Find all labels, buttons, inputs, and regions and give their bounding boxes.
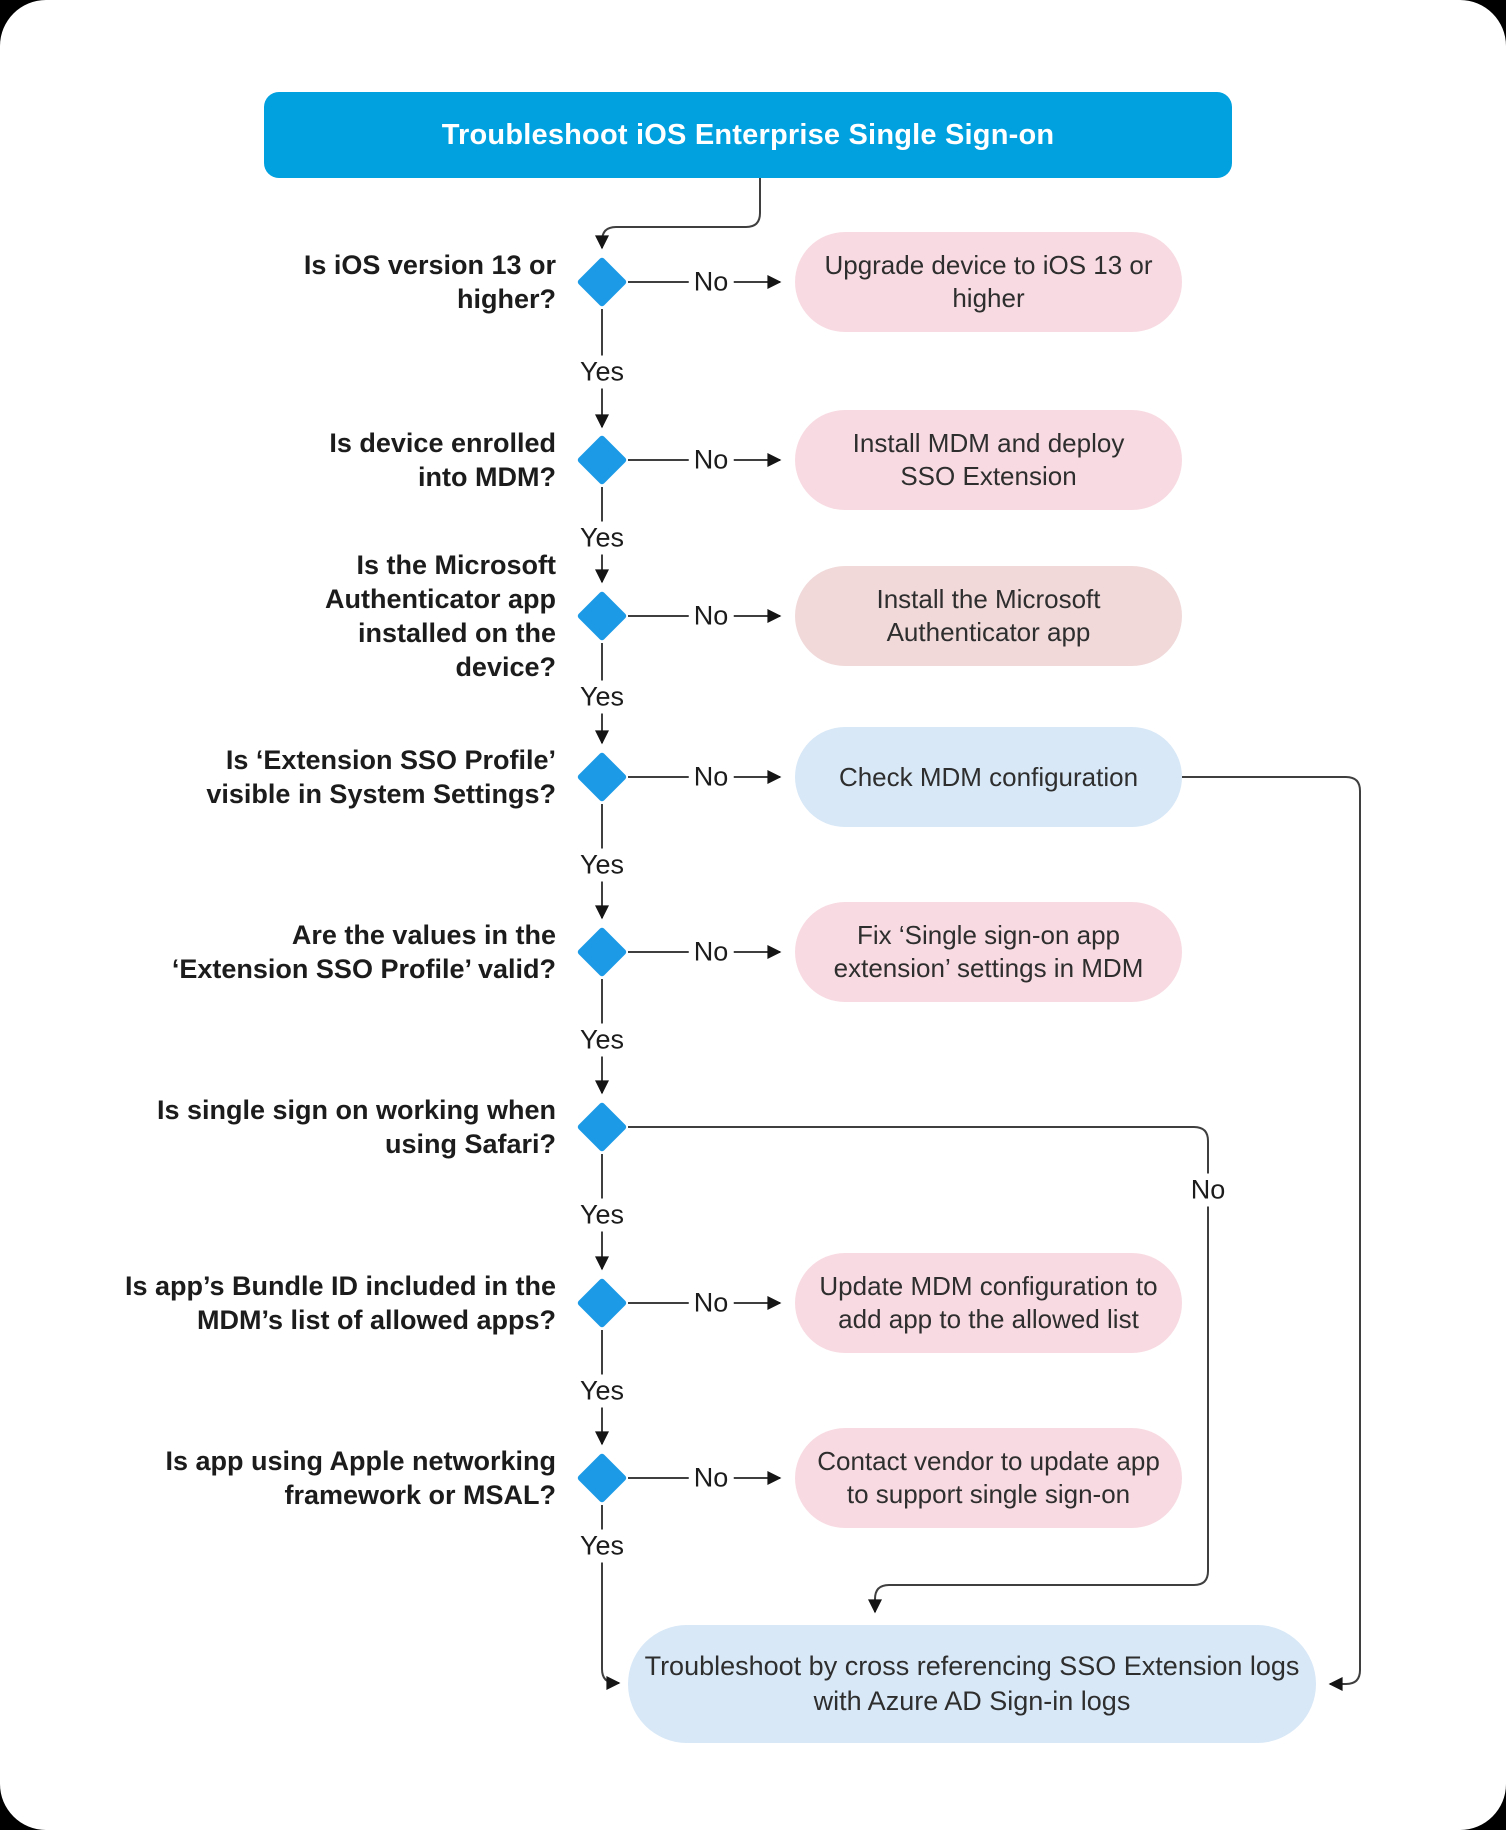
question-mdm-enrolled: Is device enrolled into MDM?: [329, 428, 556, 492]
edge-yes-8-to-final: [601, 1505, 621, 1690]
yes-label: Yes: [574, 1374, 630, 1408]
edge-checkmdm-to-final: [1182, 776, 1361, 1691]
question-sso-profile-values: Are the values in the ‘Extension SSO Pro…: [171, 920, 556, 984]
result-fix-sso-settings: Fix ‘Single sign-on app extension’ setti…: [795, 902, 1182, 1002]
no-label: No: [688, 935, 734, 969]
question-bundle-id-allowed: Is app’s Bundle ID included in the MDM’s…: [124, 1271, 556, 1335]
result-install-authenticator: Install the Microsoft Authenticator app: [795, 566, 1182, 666]
question-authenticator-installed: Is the Microsoft Authenticator app insta…: [324, 550, 556, 682]
yes-label: Yes: [574, 521, 630, 555]
question-apple-networking-msal: Is app using Apple networking framework …: [165, 1446, 556, 1510]
no-label-safari: No: [1185, 1173, 1231, 1207]
result-upgrade-ios: Upgrade device to iOS 13 or higher: [795, 232, 1182, 332]
yes-label: Yes: [574, 680, 630, 714]
result-install-mdm: Install MDM and deploy SSO Extension: [795, 410, 1182, 510]
result-contact-vendor: Contact vendor to update app to support …: [795, 1428, 1182, 1528]
yes-label: Yes: [574, 1198, 630, 1232]
question-sso-profile-visible: Is ‘Extension SSO Profile’ visible in Sy…: [206, 745, 556, 809]
edge-title-to-q1: [595, 178, 761, 250]
no-label: No: [688, 1461, 734, 1495]
yes-label: Yes: [574, 1529, 630, 1563]
yes-label: Yes: [574, 355, 630, 389]
yes-label: Yes: [574, 1023, 630, 1057]
no-label: No: [688, 1286, 734, 1320]
result-check-mdm-config: Check MDM configuration: [795, 727, 1182, 827]
final-troubleshoot-box: Troubleshoot by cross referencing SSO Ex…: [628, 1625, 1316, 1743]
no-label: No: [688, 265, 734, 299]
no-label: No: [688, 599, 734, 633]
edge-safari-no-to-final: [628, 1126, 1209, 1614]
yes-label: Yes: [574, 848, 630, 882]
question-safari-sso: Is single sign on working when using Saf…: [156, 1095, 556, 1159]
flowchart-title: Troubleshoot iOS Enterprise Single Sign-…: [264, 92, 1232, 178]
question-ios-version: Is iOS version 13 or higher?: [303, 250, 556, 314]
result-update-mdm-allowed-list: Update MDM configuration to add app to t…: [795, 1253, 1182, 1353]
no-label: No: [688, 760, 734, 794]
no-label: No: [688, 443, 734, 477]
